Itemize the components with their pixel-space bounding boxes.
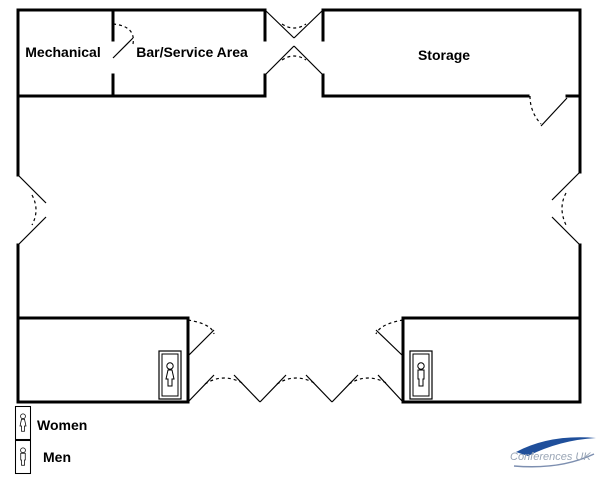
door-storage <box>529 95 568 127</box>
room-label-bar-service: Bar/Service Area <box>136 44 248 60</box>
women-toilet-icon <box>158 350 182 400</box>
door-bar <box>112 23 134 59</box>
legend-men-icon <box>14 439 32 475</box>
room-label-storage: Storage <box>418 47 470 63</box>
doors <box>17 9 581 403</box>
legend-women-label: Women <box>37 417 87 433</box>
door-right-double <box>551 171 581 246</box>
legend-men-label: Men <box>43 449 71 465</box>
door-men <box>375 319 404 357</box>
interior-walls <box>16 8 582 404</box>
logo-text: Conferences UK <box>510 451 591 463</box>
legend: Women Men <box>14 405 87 475</box>
conferences-uk-logo: Conferences UK <box>510 437 596 468</box>
outer-walls <box>16 8 582 404</box>
door-left-double <box>17 174 47 246</box>
door-bottom-entrances <box>187 374 404 403</box>
room-label-mechanical: Mechanical <box>25 44 100 60</box>
legend-women-icon <box>14 405 32 441</box>
door-women <box>187 319 215 357</box>
door-top-double <box>264 9 324 76</box>
men-toilet-icon <box>409 350 433 400</box>
